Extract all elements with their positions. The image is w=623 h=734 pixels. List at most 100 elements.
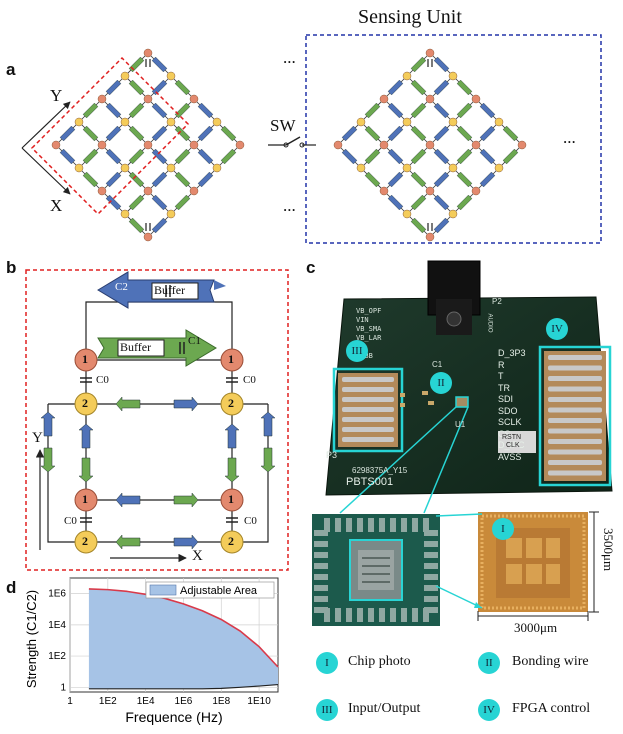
panel-b-border: [25, 269, 289, 571]
legend-swatch: [149, 584, 177, 596]
node-2-br: [220, 530, 244, 554]
node-1-label-tr: 1: [228, 352, 234, 366]
ellipsis-right: ...: [563, 128, 576, 147]
legend-badge-IV: IV: [478, 699, 500, 721]
pcb-board-id: 6298375A_Y15: [352, 466, 408, 475]
node-1-br: [220, 488, 244, 512]
legend-badge-III: III: [316, 699, 338, 721]
node-2-tr: [220, 392, 244, 416]
c0-label-left: C0: [96, 374, 109, 386]
panel-b-label: b: [6, 258, 17, 277]
lattice-right: [333, 48, 527, 242]
buffer-top-box: [151, 282, 199, 300]
c2-label: C2: [115, 281, 128, 293]
legend-box: [145, 581, 275, 599]
sensing-unit-title: Sensing Unit: [358, 6, 462, 28]
axis-x-label: X: [50, 196, 63, 215]
x-tick-label: 1E4: [137, 696, 155, 707]
sensing-unit-box: [305, 34, 602, 244]
unit-cell-highlight: [30, 56, 190, 216]
upper-bound-line: [88, 588, 279, 668]
x-axis-label: Frequence (Hz): [125, 709, 222, 725]
x-tick-label: 1: [67, 696, 73, 707]
panel-c-label: c: [306, 258, 316, 277]
node-1-tl: [74, 348, 98, 372]
node-2-bl: [74, 530, 98, 554]
bonding-photo: [312, 514, 440, 626]
dim-height-label: 3500μm: [601, 528, 616, 572]
pcb-right-labels: D_3P3 R T TR SDI SDO SCLK CS D_IPC AVSS: [498, 348, 526, 462]
legend-text-IV: FPGA control: [512, 701, 591, 716]
pcb-rstn: RSTN: [502, 434, 522, 441]
c0-label-left-b: C0: [64, 515, 77, 527]
y-tick-label: 1E6: [48, 589, 66, 600]
panel-b-unit-cell: [25, 269, 289, 571]
pcb-clk: CLK: [506, 442, 520, 449]
ellipsis-top: ...: [283, 48, 296, 67]
x-tick-label: 1E10: [247, 696, 271, 707]
pcb-p2: P2: [492, 297, 502, 306]
chip-u1: [455, 396, 469, 408]
axis-y-label: Y: [50, 86, 63, 105]
node-2-label-br: 2: [228, 534, 234, 548]
panel-a-label: a: [6, 60, 16, 79]
highlight-IV: [538, 345, 612, 487]
y-tick-label: 1: [60, 682, 66, 693]
node-1-bl: [74, 488, 98, 512]
y-tick-label: 1E2: [48, 651, 66, 662]
legend-text-I: Chip photo: [348, 654, 411, 669]
switch-blade: [285, 136, 301, 146]
dim-width-label: 3000μm: [514, 620, 558, 635]
badge-III-pcb: III: [346, 340, 368, 362]
ellipsis-bottom: ...: [283, 196, 296, 215]
badge-II-pcb: II: [430, 372, 452, 394]
c1-label: C1: [188, 335, 201, 347]
axis-x-arrow: [21, 147, 71, 195]
badge-IV-pcb: IV: [546, 318, 568, 340]
c0-label-right: C0: [243, 374, 256, 386]
legend-label: Adjustable Area: [180, 585, 258, 597]
node-1-label-tl: 1: [82, 352, 88, 366]
pcb-p3: P3: [326, 450, 338, 460]
legend-badge-I: I: [316, 652, 338, 674]
axis-x-label-b: X: [192, 548, 203, 564]
pcb-u1: U1: [455, 420, 466, 429]
x-tick-label: 1E2: [99, 696, 117, 707]
pcb-name: PBTS001: [346, 476, 394, 488]
buffer-top-label: Buffer: [154, 283, 186, 297]
buffer-mid-label: Buffer: [120, 340, 152, 354]
pcb-audio: AUDIO: [486, 313, 493, 333]
badge-I-chip: I: [492, 518, 514, 540]
pcb-photo: [325, 260, 613, 514]
y-axis-label: Strength (C1/C2): [24, 590, 39, 688]
legend-text-II: Bonding wire: [512, 654, 589, 669]
panel-d-label: d: [6, 578, 17, 597]
fpga-connector: [544, 351, 606, 481]
buffer-mid-box: [117, 339, 165, 357]
node-2-tl: [74, 392, 98, 416]
callout-lines-chip: [435, 513, 483, 609]
switch-label: SW: [270, 116, 296, 135]
dimension-lines: [477, 511, 599, 621]
lattice-left: [51, 48, 245, 242]
lower-bound-line: [88, 683, 279, 690]
c0-label-right-b: C0: [244, 515, 257, 527]
pcb-c1: C1: [432, 360, 443, 369]
node-1-label-bl: 1: [82, 492, 88, 506]
node-2-label-tr: 2: [228, 396, 234, 410]
axis-y-arrow: [21, 101, 71, 149]
panel-a-lattice: [21, 34, 602, 244]
highlight-III: [332, 367, 404, 453]
node-2-label-tl: 2: [82, 396, 88, 410]
node-1-tr: [220, 348, 244, 372]
x-tick-label: 1E6: [175, 696, 193, 707]
x-tick-label: 1E8: [212, 696, 230, 707]
adjustable-area: [88, 588, 278, 689]
node-1-label-br: 1: [228, 492, 234, 506]
legend-text-III: Input/Output: [348, 701, 421, 716]
legend-badge-II: II: [478, 652, 500, 674]
y-tick-label: 1E4: [48, 620, 66, 631]
axis-y-label-b: Y: [32, 430, 43, 446]
node-2-label-bl: 2: [82, 534, 88, 548]
